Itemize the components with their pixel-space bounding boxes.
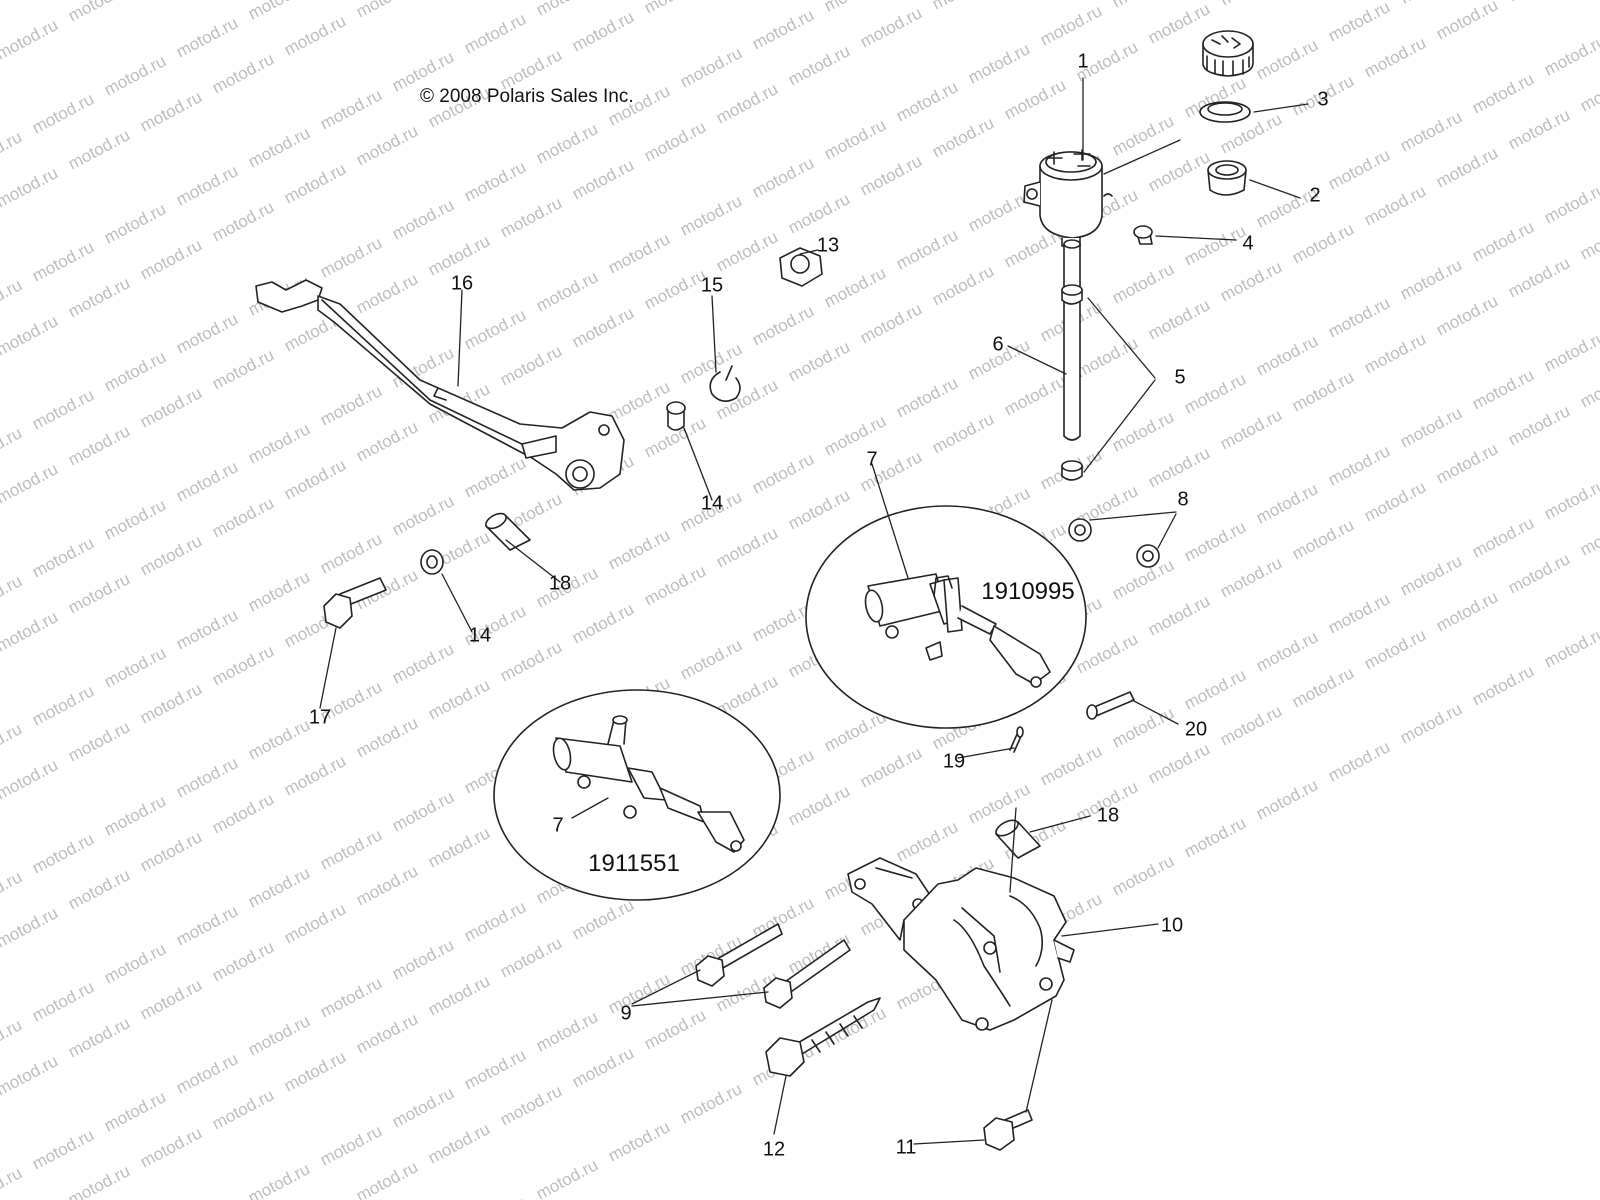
spacer-18-left	[485, 512, 531, 551]
reservoir-hose	[1063, 239, 1081, 441]
callout-14-upper: 14	[700, 492, 724, 515]
bolt-9-upper	[695, 923, 783, 987]
reservoir-cap	[1202, 30, 1254, 77]
part-number-upper: 1910995	[981, 578, 1075, 605]
bolt-9-lower	[763, 939, 851, 1009]
bushing-14-upper	[666, 401, 686, 431]
callout-15: 15	[700, 274, 724, 297]
master-cylinder-1911551	[493, 689, 781, 901]
callout-7-upper: 7	[866, 448, 878, 471]
retaining-clip-15	[709, 365, 741, 402]
spacer-18-lower	[995, 819, 1041, 859]
washer-8-left	[1068, 518, 1092, 542]
master-cylinder-1910995	[805, 505, 1087, 729]
flange-nut-13	[779, 247, 823, 287]
callout-19: 19	[942, 750, 966, 773]
callout-3: 3	[1317, 88, 1329, 111]
callout-5: 5	[1174, 366, 1186, 389]
callout-18-lower: 18	[1096, 804, 1120, 827]
hose-clamp-upper	[1061, 284, 1083, 305]
callout-12: 12	[762, 1138, 786, 1161]
callout-9: 9	[620, 1002, 632, 1025]
fluid-reservoir	[1023, 149, 1113, 255]
hose-clamp-lower	[1061, 460, 1083, 481]
callout-2: 2	[1309, 184, 1321, 207]
bolt-12	[765, 997, 881, 1077]
callout-14-lower: 14	[468, 624, 492, 647]
leader-lines	[319, 77, 1309, 1145]
callout-18-upper: 18	[548, 572, 572, 595]
reservoir-diaphragm	[1199, 101, 1251, 123]
callout-11: 11	[895, 1136, 917, 1159]
callout-16: 16	[450, 272, 474, 295]
reservoir-screw	[1133, 225, 1153, 245]
callout-4: 4	[1242, 232, 1254, 255]
copyright-notice: © 2008 Polaris Sales Inc.	[420, 86, 634, 107]
callout-17: 17	[308, 706, 332, 729]
callout-8: 8	[1177, 488, 1189, 511]
callout-1: 1	[1077, 50, 1089, 73]
callout-6: 6	[992, 333, 1004, 356]
part-number-lower: 1911551	[588, 850, 680, 877]
pedal-mounting-bracket	[847, 857, 1075, 1031]
reservoir-plate	[1207, 160, 1247, 196]
callout-10: 10	[1160, 914, 1184, 937]
washer-8-right	[1136, 544, 1160, 568]
clevis-pin-20	[1086, 691, 1135, 720]
brake-pedal-lever	[255, 279, 625, 491]
callout-7-lower: 7	[552, 814, 564, 837]
callout-20: 20	[1184, 718, 1208, 741]
washer-14-lower	[420, 549, 444, 575]
bolt-11	[983, 1109, 1033, 1151]
callout-13: 13	[816, 234, 840, 257]
pivot-bolt-17	[323, 577, 387, 629]
cotter-pin-19	[1009, 726, 1024, 753]
